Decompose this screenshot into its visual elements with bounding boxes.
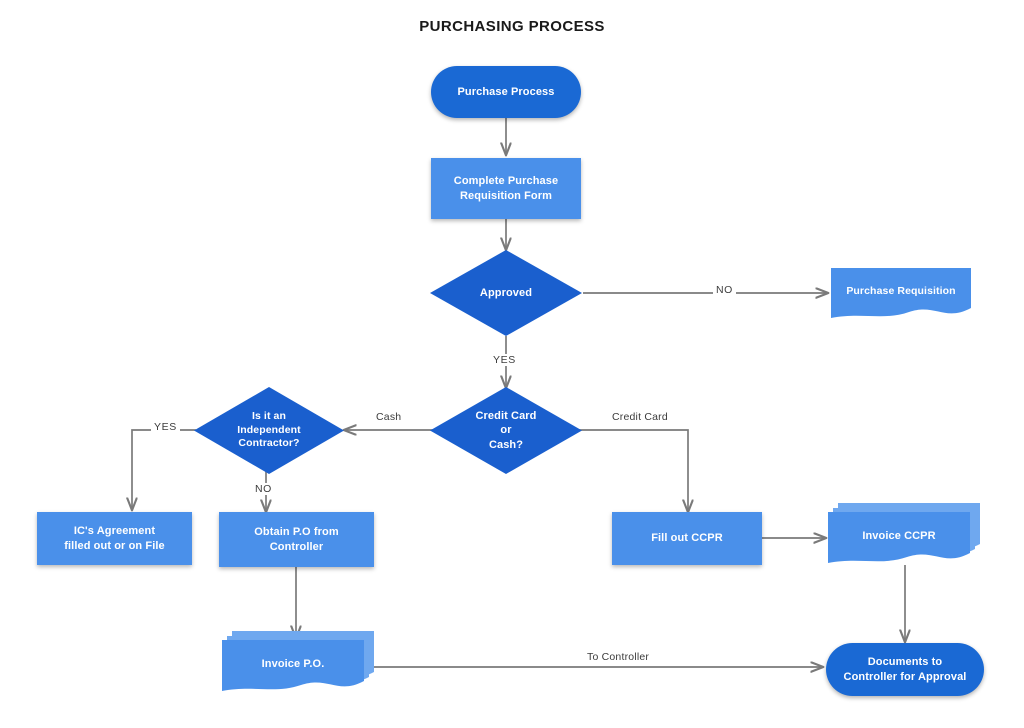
- node-documents-to-controller[interactable]: Documents to Controller for Approval: [826, 643, 984, 696]
- node-fill-out-ccpr[interactable]: Fill out CCPR: [612, 512, 762, 565]
- node-approved-label: Approved: [479, 286, 533, 299]
- node-purchase-requisition-document[interactable]: Purchase Requisition: [831, 268, 971, 320]
- node-invoice-ccpr-document[interactable]: Invoice CCPR: [828, 512, 970, 565]
- node-independent-contractor-label: Is it an Independent Contractor?: [237, 409, 301, 450]
- edge-label-yes-approved: YES: [490, 354, 519, 366]
- node-independent-contractor-decision[interactable]: Is it an Independent Contractor?: [194, 387, 344, 474]
- node-obtain-po[interactable]: Obtain P.O from Controller: [219, 512, 374, 567]
- document-sheet: [831, 268, 971, 320]
- node-complete-requisition-form-label: Complete Purchase Requisition Form: [453, 174, 559, 202]
- node-purchase-process-label: Purchase Process: [457, 85, 555, 98]
- edge-label-to-controller: To Controller: [584, 651, 653, 663]
- node-fill-out-ccpr-label: Fill out CCPR: [651, 532, 723, 545]
- page-title: PURCHASING PROCESS: [419, 18, 605, 35]
- node-obtain-po-label: Obtain P.O from Controller: [254, 525, 339, 553]
- node-invoice-ccpr-label: Invoice CCPR: [862, 529, 936, 542]
- document-sheet: [828, 512, 970, 565]
- node-credit-card-or-cash-label: Credit Card or Cash?: [475, 409, 537, 451]
- edge-label-no-contractor: NO: [252, 483, 275, 495]
- node-complete-requisition-form[interactable]: Complete Purchase Requisition Form: [431, 158, 581, 219]
- edge-label-cash: Cash: [373, 411, 405, 423]
- node-purchase-requisition-label: Purchase Requisition: [846, 284, 956, 297]
- node-ic-agreement-label: IC's Agreement filled out or on File: [64, 524, 165, 552]
- document-sheet: [222, 640, 364, 693]
- node-credit-card-or-cash-decision[interactable]: Credit Card or Cash?: [430, 387, 582, 474]
- edge-label-credit-card: Credit Card: [609, 411, 671, 423]
- edge-credit-card: [580, 429, 688, 512]
- node-invoice-po-document[interactable]: Invoice P.O.: [222, 640, 364, 693]
- edge-contractor-yes: [132, 429, 196, 510]
- node-ic-agreement[interactable]: IC's Agreement filled out or on File: [37, 512, 192, 565]
- node-purchase-process[interactable]: Purchase Process: [431, 66, 581, 118]
- node-approved-decision[interactable]: Approved: [430, 250, 582, 336]
- edge-label-yes-contractor: YES: [151, 421, 180, 433]
- node-documents-to-controller-label: Documents to Controller for Approval: [843, 655, 967, 683]
- edge-label-no-approved: NO: [713, 284, 736, 296]
- node-invoice-po-label: Invoice P.O.: [261, 657, 325, 670]
